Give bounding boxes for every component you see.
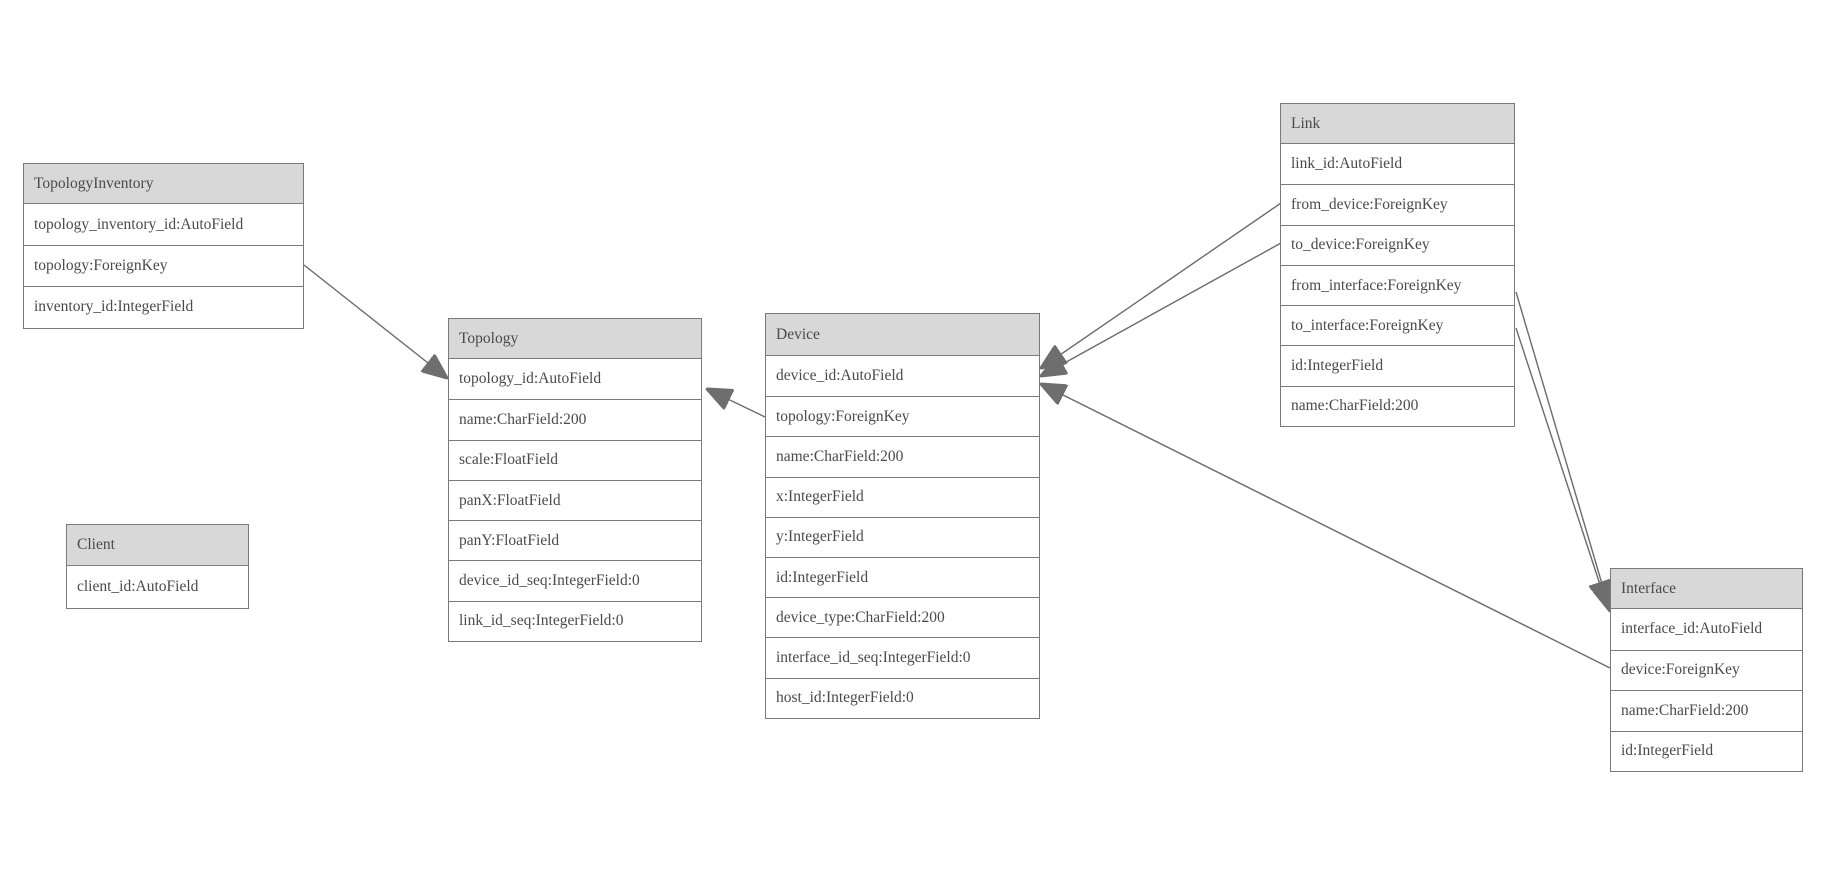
field-row: name:CharField:200 [1611,690,1802,731]
edge-topologyinventory-topology-to-topology [303,264,447,378]
field-row: device:ForeignKey [1611,649,1802,690]
field-row: id:IntegerField [1281,345,1514,386]
edge-device-topology-to-topology [707,389,766,418]
field-row: panX:FloatField [449,479,701,521]
field-row: to_device:ForeignKey [1281,224,1514,265]
edge-link-from-interface-to-interface [1515,291,1610,611]
field-row: id:IntegerField [1611,730,1802,771]
field-row: topology_inventory_id:AutoField [24,204,303,246]
field-row: name:CharField:200 [766,436,1039,477]
field-row: name:CharField:200 [1281,385,1514,427]
edge-link-from-device-to-device [1041,202,1282,368]
field-row: name:CharField:200 [449,399,701,440]
field-row: link_id:AutoField [1281,144,1514,185]
field-row: topology_id:AutoField [449,359,701,400]
field-row: from_interface:ForeignKey [1281,264,1514,306]
field-row: device_id_seq:IntegerField:0 [449,560,701,601]
edge-link-to-device-to-device [1041,242,1282,376]
field-row: y:IntegerField [766,516,1039,557]
field-row: x:IntegerField [766,476,1039,517]
field-row: panY:FloatField [449,520,701,561]
edge-link-to-interface-to-interface [1515,327,1607,606]
edge-interface-device-to-device [1041,384,1611,669]
entity-title: Client [67,525,248,566]
entity-title: Link [1281,104,1514,144]
field-row: topology:ForeignKey [24,245,303,287]
entity-title: Device [766,314,1039,356]
field-row: link_id_seq:IntegerField:0 [449,600,701,642]
field-row: interface_id:AutoField [1611,609,1802,650]
entity-title: Topology [449,319,701,359]
field-row: topology:ForeignKey [766,396,1039,437]
field-row: device_type:CharField:200 [766,597,1039,638]
entity-title: Interface [1611,569,1802,609]
field-row: to_interface:ForeignKey [1281,305,1514,346]
field-row: scale:FloatField [449,439,701,480]
field-row: client_id:AutoField [67,566,248,608]
field-row: host_id:IntegerField:0 [766,677,1039,718]
field-row: from_device:ForeignKey [1281,184,1514,225]
entity-title: TopologyInventory [24,164,303,204]
field-row: inventory_id:IntegerField [24,286,303,328]
field-row: interface_id_seq:IntegerField:0 [766,637,1039,678]
field-row: device_id:AutoField [766,356,1039,397]
field-row: id:IntegerField [766,556,1039,598]
